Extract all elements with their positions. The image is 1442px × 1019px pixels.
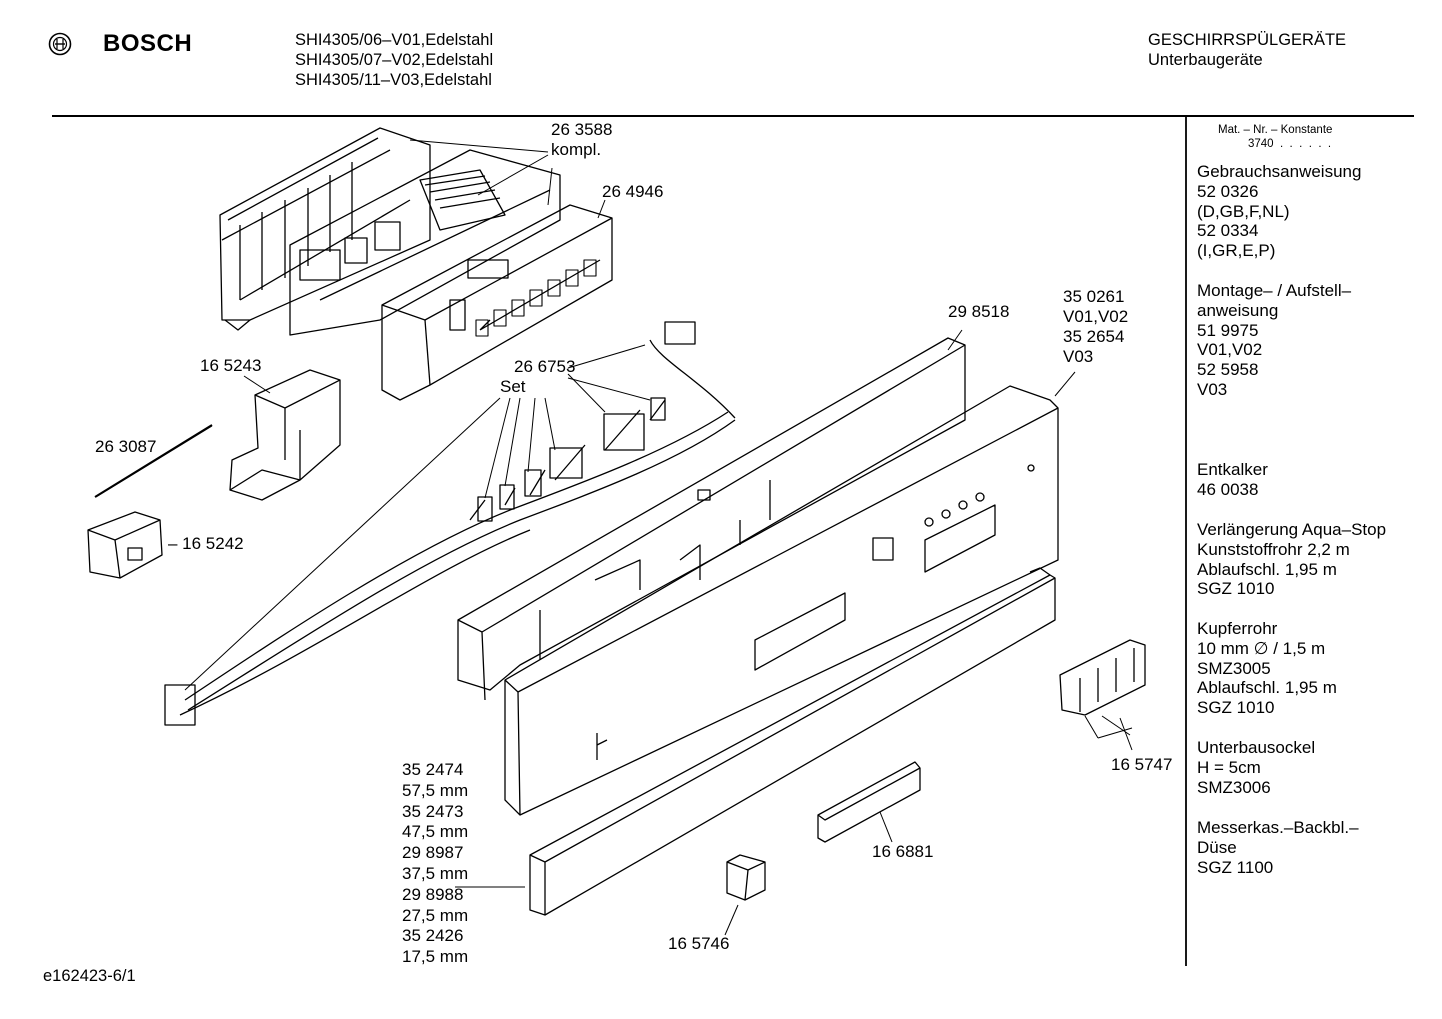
bracket-part: [229, 369, 341, 501]
sidebar-line: H = 5cm: [1197, 757, 1261, 777]
sidebar-line: Ablaufschl. 1,95 m: [1197, 678, 1337, 698]
callout-298518: 29 8518: [948, 302, 1010, 321]
sidebar-line: anweisung: [1197, 300, 1279, 320]
sidebar-line: SGZ 1100: [1197, 857, 1274, 877]
sidebar-line: SMZ3006: [1197, 777, 1271, 797]
front-panel: [504, 385, 1059, 816]
inner-panel: [457, 337, 966, 701]
sidebar-line: 52 5958: [1197, 360, 1259, 380]
model-line: SHI4305/11–V03,Edelstahl: [295, 71, 492, 89]
sidebar-line: Gebrauchsanweisung: [1197, 162, 1362, 181]
callout-line: Set: [500, 377, 526, 396]
sidebar-block-plinth: Unterbausockel H = 5cm SMZ3006: [1197, 738, 1315, 797]
mat-number-header: Mat. – Nr. – Konstante: [1218, 124, 1333, 136]
callout-165747: 16 5747: [1111, 755, 1173, 774]
sidebar-line: Düse: [1197, 837, 1237, 857]
plinth-size-list: 35 2474 57,5 mm 35 2473 47,5 mm 29 8987 …: [402, 760, 468, 968]
sidebar-line: 52 0334: [1197, 221, 1259, 241]
callout-line: 26 6753: [514, 357, 576, 376]
sidebar-block-nozzle: Messerkas.–Backbl.– Düse SGZ 1100: [1197, 818, 1359, 877]
sidebar-block-installation: Montage– / Aufstell– anweisung 51 9975 V…: [1197, 281, 1351, 400]
callout-line: 29 8988: [402, 884, 464, 904]
bosch-logo-icon: [48, 32, 72, 56]
callout-165242: – 16 5242: [168, 534, 244, 553]
sidebar-block-copper-pipe: Kupferrohr 10 mm ∅ / 1,5 m SMZ3005 Ablau…: [1197, 619, 1337, 718]
callout-266753: 26 6753 Set: [500, 357, 576, 397]
callout-263087: 26 3087: [95, 437, 157, 456]
callout-line: 37,5 mm: [402, 863, 469, 883]
callout-line: 35 2426: [402, 926, 464, 946]
sidebar-line: V01,V02: [1197, 340, 1263, 360]
sidebar-line: Montage– / Aufstell–: [1197, 281, 1352, 300]
sidebar-line: SMZ3005: [1197, 658, 1271, 678]
callout-165746: 16 5746: [668, 934, 730, 953]
callout-350261: 35 0261 V01,V02 35 2654 V03: [1063, 287, 1128, 367]
sidebar-line: Ablaufschl. 1,95 m: [1197, 559, 1337, 579]
sidebar-line: 10 mm ∅ / 1,5 m: [1197, 638, 1326, 658]
model-list: SHI4305/06–V01,Edelstahl SHI4305/07–V02,…: [295, 30, 493, 90]
callout-line: kompl.: [551, 140, 602, 159]
sidebar-line: 51 9975: [1197, 320, 1259, 340]
sidebar-line: Verlängerung Aqua–Stop: [1197, 520, 1387, 539]
callout-264946: 26 4946: [602, 182, 664, 201]
sidebar-line: (D,GB,F,NL): [1197, 201, 1290, 221]
category-line: GESCHIRRSPÜLGERÄTE: [1148, 31, 1347, 49]
callout-line: 35 0261: [1063, 287, 1125, 306]
callout-line: 35 2654: [1063, 327, 1125, 346]
callout-line: 27,5 mm: [402, 905, 469, 925]
wiring-harness: [164, 321, 736, 726]
leader-lines: [95, 139, 1133, 936]
brand-logo: BOSCH: [103, 30, 193, 57]
model-line: SHI4305/07–V02,Edelstahl: [295, 51, 494, 69]
sidebar-line: V03: [1197, 379, 1228, 399]
callout-line: 29 8987: [402, 843, 464, 863]
knob-part: [726, 854, 766, 901]
callout-line: 35 2473: [402, 801, 464, 821]
callout-line: 57,5 mm: [402, 780, 469, 800]
door-switch-part: [87, 511, 163, 579]
callout-line: V03: [1063, 347, 1094, 366]
button-set-part: [1059, 639, 1146, 716]
category-title: GESCHIRRSPÜLGERÄTE Unterbaugeräte: [1148, 30, 1346, 70]
sidebar-block-manual: Gebrauchsanweisung 52 0326 (D,GB,F,NL) 5…: [1197, 162, 1361, 261]
sidebar-line: (I,GR,E,P): [1197, 241, 1276, 261]
sidebar-line: 46 0038: [1197, 479, 1259, 499]
trim-strip-part: [817, 761, 921, 843]
sidebar-line: Messerkas.–Backbl.–: [1197, 818, 1359, 837]
callout-165243: 16 5243: [200, 356, 262, 375]
model-line: SHI4305/06–V01,Edelstahl: [295, 31, 494, 49]
callout-166881: 16 6881: [872, 842, 934, 861]
callout-263588: 26 3588 kompl.: [551, 120, 612, 160]
sidebar-line: Unterbausockel: [1197, 738, 1316, 757]
callout-line: 47,5 mm: [402, 822, 469, 842]
plinth-strip: [529, 567, 1056, 916]
control-panel-housing: [381, 204, 613, 401]
sidebar-line: SGZ 1010: [1197, 698, 1275, 718]
sidebar-line: Kunststoffrohr 2,2 m: [1197, 539, 1350, 559]
callout-line: V01,V02: [1063, 307, 1129, 326]
callout-line: 26 3588: [551, 120, 613, 139]
rod-part: [94, 424, 213, 498]
category-line: Unterbaugeräte: [1148, 51, 1263, 69]
drawing-id: e162423-6/1: [43, 967, 136, 985]
callout-line: 17,5 mm: [402, 947, 469, 967]
circuit-board: [289, 149, 561, 336]
callout-line: 35 2474: [402, 760, 464, 779]
sidebar-line: Kupferrohr: [1197, 619, 1278, 638]
sidebar-line: 52 0326: [1197, 181, 1259, 201]
sidebar-line: SGZ 1010: [1197, 579, 1275, 599]
sidebar-block-aquastop: Verlängerung Aqua–Stop Kunststoffrohr 2,…: [1197, 520, 1386, 599]
sidebar-line: Entkalker: [1197, 460, 1268, 479]
sidebar-block-descaler: Entkalker 46 0038: [1197, 460, 1268, 500]
control-module-frame: [219, 127, 431, 331]
mat-number-value: 3740 . . . . . .: [1248, 138, 1332, 150]
